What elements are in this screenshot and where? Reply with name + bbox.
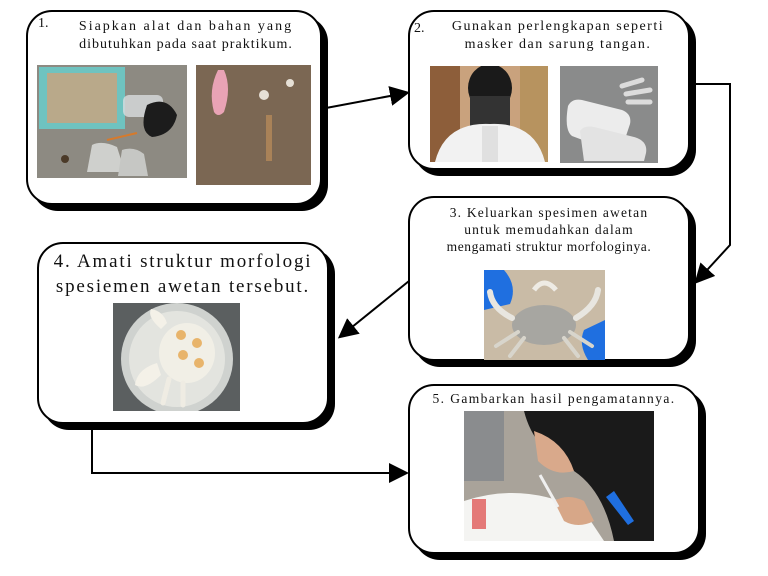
arrow-3-to-4 — [337, 280, 410, 339]
step-5-number: 5. — [432, 391, 446, 406]
step-3-number: 3. — [449, 205, 463, 220]
step-1-text: Siapkan alat dan bahan yang dibutuhkan p… — [52, 18, 320, 53]
arrow-2-to-3 — [693, 83, 731, 284]
step-4-text: 4. Amati struktur morfologi spesiemen aw… — [40, 250, 326, 299]
crab-dish-photo — [113, 303, 240, 411]
step-4-line-2: spesiemen awetan tersebut. — [55, 275, 311, 297]
step-1-number: 1. — [38, 16, 49, 31]
step-1-line-1: Siapkan alat dan bahan yang — [78, 19, 294, 34]
step-5-line-1: 5. Gambarkan hasil pengamatannya. — [432, 391, 676, 406]
masked-person-photo — [430, 66, 548, 162]
step-1-line-2: dibutuhkan pada saat praktikum. — [79, 36, 293, 52]
crab-in-gloves-photo — [484, 270, 605, 360]
gloves-photo — [560, 66, 658, 163]
step-2-number: 2. — [414, 21, 425, 36]
drawing-student-photo — [464, 411, 654, 541]
step-3-line-2: untuk memudahkan dalam — [464, 221, 634, 237]
step-4-number: 4. — [53, 251, 72, 272]
step-5-text: 5. Gambarkan hasil pengamatannya. — [412, 391, 696, 408]
specimen-photo — [196, 65, 311, 185]
step-3-line-1: 3. Keluarkan spesimen awetan — [449, 205, 649, 220]
step-3-line-3: mengamati struktur morfologinya. — [446, 238, 652, 254]
step-4-line-1: 4. Amati struktur morfologi — [53, 251, 313, 272]
step-3-text: 3. Keluarkan spesimen awetan untuk memud… — [410, 205, 688, 256]
step-2-line-2: masker dan sarung tangan. — [464, 36, 652, 52]
step-2-text: Gunakan perlengkapan seperti masker dan … — [428, 18, 688, 53]
tray-tools-photo — [37, 65, 187, 178]
arrow-1-to-2 — [325, 86, 410, 109]
arrow-4-to-5 — [91, 430, 409, 483]
step-2-line-1: Gunakan perlengkapan seperti — [451, 19, 665, 34]
